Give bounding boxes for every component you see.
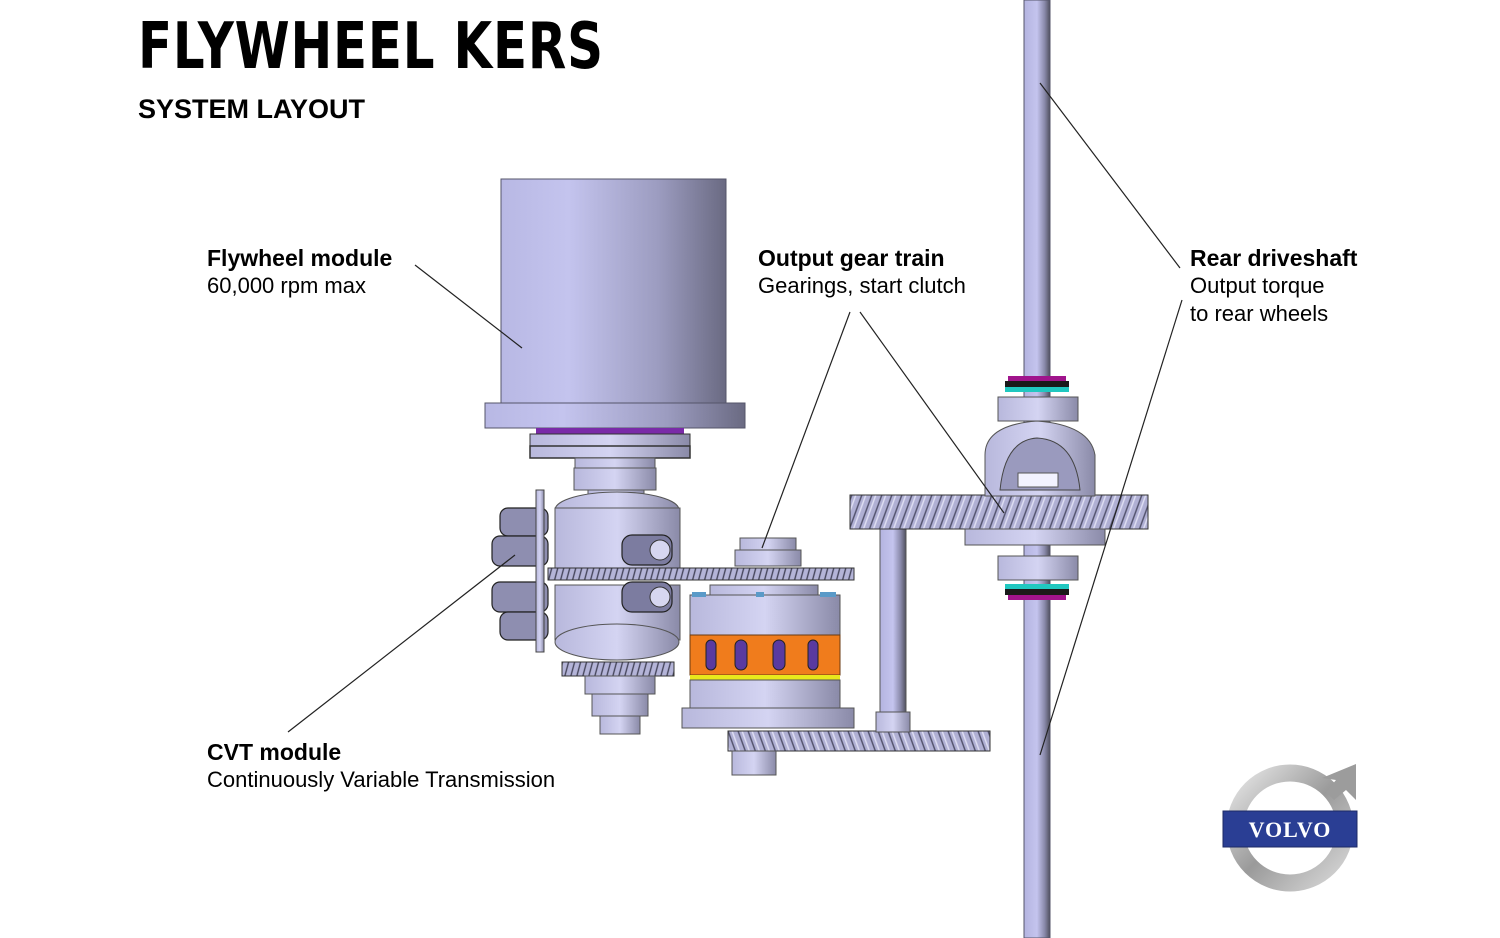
- callout-cvt-module: CVT module Continuously Variable Transmi…: [207, 738, 555, 794]
- callout-title: CVT module: [207, 739, 342, 765]
- callout-flywheel-module: Flywheel module 60,000 rpm max: [207, 244, 392, 300]
- callout-output-gear-train: Output gear train Gearings, start clutch: [758, 244, 966, 300]
- flywheel-module: [484, 178, 746, 499]
- page-subtitle: SYSTEM LAYOUT: [138, 94, 366, 124]
- callout-desc: 60,000 rpm max: [207, 273, 366, 298]
- cvt-gear: [547, 567, 855, 581]
- leader-rear-top: [1039, 82, 1181, 269]
- leader-lines: [287, 82, 1183, 756]
- page-title: FLYWHEEL KERS: [138, 10, 604, 84]
- leader-output-left: [761, 311, 851, 549]
- callout-title: Rear driveshaft: [1190, 245, 1358, 271]
- differential: [964, 376, 1106, 600]
- leader-output-right: [859, 311, 1005, 514]
- callout-desc: to rear wheels: [1190, 301, 1329, 326]
- callout-rear-driveshaft: Rear driveshaft Output torque to rear wh…: [1190, 244, 1357, 328]
- output-gear-train: [681, 494, 1149, 776]
- cvt-module: [491, 489, 681, 735]
- leader-flywheel: [414, 264, 523, 349]
- volvo-logo: VOLVO: [1222, 764, 1358, 892]
- callout-desc: Gearings, start clutch: [758, 273, 966, 298]
- callout-title: Flywheel module: [207, 245, 393, 271]
- leader-rear-bottom: [1039, 299, 1183, 756]
- callout-title: Output gear train: [758, 245, 945, 271]
- volvo-logo-text: VOLVO: [1249, 817, 1332, 842]
- leader-cvt: [287, 554, 516, 733]
- callout-desc: Continuously Variable Transmission: [207, 767, 556, 792]
- callout-desc: Output torque: [1190, 273, 1325, 298]
